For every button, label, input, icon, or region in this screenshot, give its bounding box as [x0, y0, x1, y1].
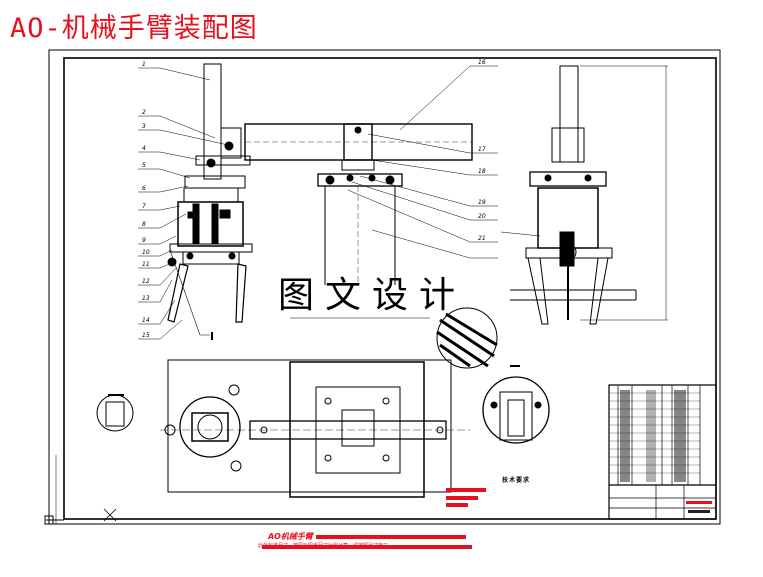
callout-16: 16	[478, 59, 486, 66]
callout-20: 20	[478, 213, 486, 220]
callout-18: 18	[478, 168, 486, 175]
callout-8: 8	[142, 221, 146, 228]
callout-21: 21	[478, 235, 486, 242]
callout-7: 7	[142, 203, 146, 210]
plan-view	[160, 359, 470, 498]
right-callout-leaders	[347, 65, 498, 259]
left-callout-leaders	[138, 67, 229, 340]
callout-2: 2	[142, 109, 146, 116]
footer-note: 此处标准尺寸，按原始图纸尺寸比例计算，请按照尺寸施工	[258, 543, 389, 549]
front-view	[167, 63, 253, 340]
detail-view-right	[482, 365, 550, 444]
left-callouts: 1 2 3 4 5 6 7 8 9 10 11 12 13 14 15	[142, 61, 150, 339]
detail-view-left	[96, 394, 134, 432]
callout-9: 9	[142, 237, 146, 244]
drawing-title: AO-机械手臂装配图	[10, 13, 258, 44]
redaction-bars	[262, 488, 486, 549]
right-callouts: 16 17 18 19 20 21	[478, 59, 486, 242]
outer-frame	[48, 49, 721, 525]
watermark-text: 图文设计	[278, 275, 467, 316]
callout-1: 1	[142, 61, 146, 68]
title-block-fill	[620, 390, 712, 513]
callout-11: 11	[142, 261, 150, 268]
callout-6: 6	[142, 185, 146, 192]
callout-4: 4	[142, 145, 146, 152]
callout-10: 10	[142, 249, 150, 256]
technical-requirements-label: 技术要求	[502, 477, 531, 484]
callout-19: 19	[478, 199, 486, 206]
title-block	[608, 384, 717, 520]
side-view	[244, 123, 637, 369]
callout-15: 15	[142, 332, 150, 339]
origin-marker	[44, 515, 54, 525]
callout-3: 3	[142, 123, 146, 130]
callout-5: 5	[142, 162, 146, 169]
callout-17: 17	[478, 146, 486, 153]
inner-frame	[63, 57, 717, 520]
callout-14: 14	[142, 317, 150, 324]
callout-13: 13	[142, 295, 150, 302]
footer-title: AO机械手臂	[268, 532, 313, 541]
callout-12: 12	[142, 278, 150, 285]
end-view	[500, 65, 668, 325]
